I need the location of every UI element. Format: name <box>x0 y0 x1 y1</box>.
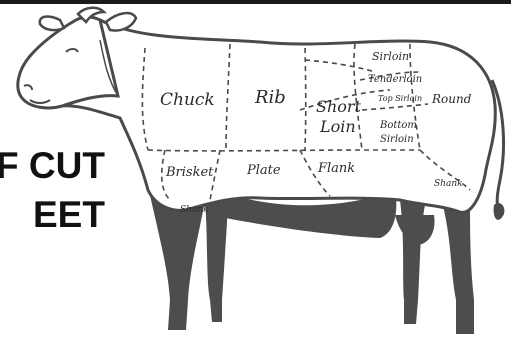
top-border-line <box>0 0 511 4</box>
cut-label-sirloin: Sirloin <box>372 50 409 63</box>
cut-label-shank-rear: Shank <box>434 179 463 189</box>
cow-head <box>16 6 138 110</box>
cut-label-short-loin-1: Short <box>316 97 362 116</box>
cut-label-flank: Flank <box>317 161 355 176</box>
cut-label-top-sirloin: Top Sirloin <box>378 94 422 103</box>
cut-label-brisket: Brisket <box>165 165 214 180</box>
cut-label-short-loin-2: Loin <box>319 117 356 136</box>
cut-label-shank-front: Shank <box>180 205 209 215</box>
cut-label-round: Round <box>431 92 472 106</box>
cut-label-bottom-sirloin-1: Bottom <box>379 120 417 131</box>
heading-line-2: EET <box>33 194 105 235</box>
cut-labels: Chuck Rib Short Loin Sirloin Tenderloin … <box>160 50 472 215</box>
cut-label-bottom-sirloin-2: Sirloin <box>380 134 414 145</box>
cut-label-chuck: Chuck <box>160 90 215 110</box>
cut-lines <box>141 43 471 201</box>
cut-label-plate: Plate <box>246 163 281 178</box>
heading-line-1: F CUT <box>0 145 105 186</box>
cow-legs <box>150 185 474 334</box>
cut-label-rib: Rib <box>254 87 286 108</box>
cut-label-tenderloin: Tenderloin <box>368 74 422 85</box>
